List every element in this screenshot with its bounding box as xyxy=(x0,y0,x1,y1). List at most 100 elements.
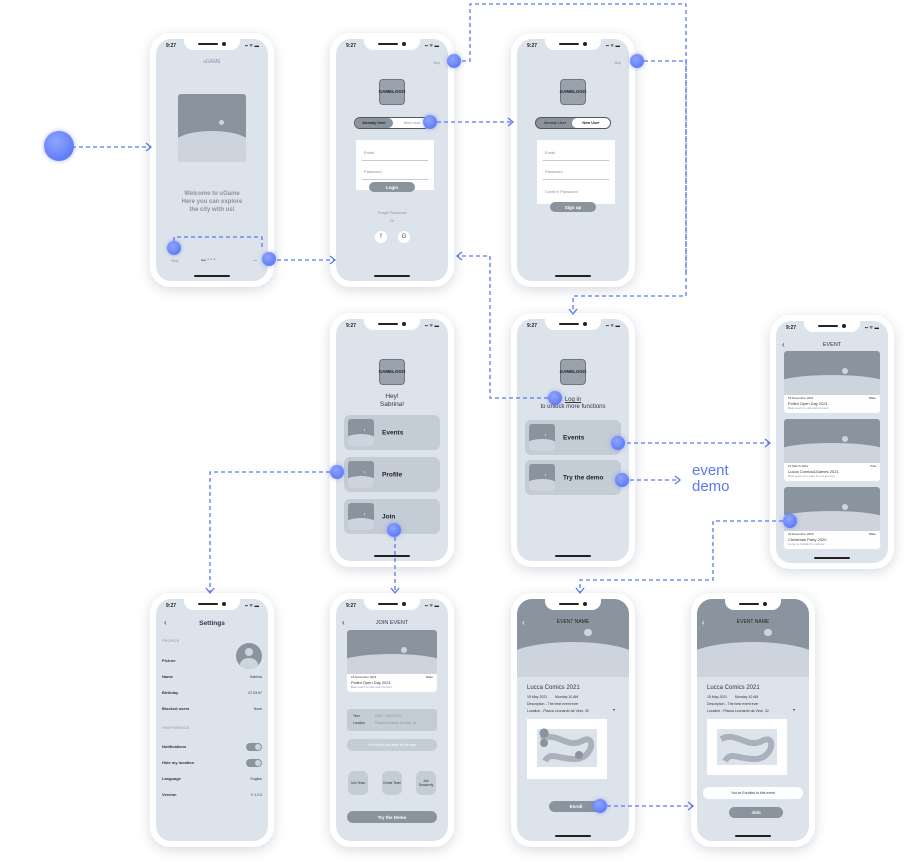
version-value: V 1.2.0 xyxy=(250,793,262,797)
tab-already-user[interactable]: Already User xyxy=(355,118,393,128)
welcome-line-3: the city with us! xyxy=(189,207,235,213)
confirm-password-field[interactable]: Confirm Password xyxy=(545,189,578,194)
hide-location-toggle[interactable] xyxy=(246,759,262,767)
side-label-event: event xyxy=(692,462,729,479)
join-team-button[interactable]: Join Team xyxy=(348,771,368,795)
event-time: Monday 10 AM xyxy=(555,695,579,699)
back-icon[interactable]: ‹ xyxy=(702,618,705,627)
onboarding-image xyxy=(178,94,246,162)
event-card-3[interactable]: 24 December 2020 Milan Christmas Party 2… xyxy=(784,487,880,549)
event-description: Description - The best event ever xyxy=(707,702,759,706)
blocked-value[interactable]: None xyxy=(253,707,262,711)
welcome-line-2: Here you can explore xyxy=(181,199,243,205)
event-location: Location - Piazza Leonardo da Vinci, 32 xyxy=(527,709,589,713)
event-map[interactable] xyxy=(707,719,787,775)
login-button[interactable]: Login xyxy=(369,182,415,192)
try-demo-button[interactable]: Try the Demo xyxy=(347,811,437,823)
phone-event-list: 9:27▪︎▪︎ ᯤ ▬ ‹ EVENT 15 December 2021 Mi… xyxy=(770,315,894,569)
event-card-1[interactable]: 15 December 2021 Milan Pollini Open Day … xyxy=(784,351,880,413)
name-label: Name xyxy=(162,674,173,679)
event-description: Description - The best event ever xyxy=(527,702,579,706)
event-hero-image xyxy=(517,599,629,677)
signup-button[interactable]: Sign up xyxy=(550,202,596,212)
greeting-hey: Hey! xyxy=(385,393,399,400)
back-icon[interactable]: ‹ xyxy=(522,618,525,627)
chevron-down-icon[interactable]: ▾ xyxy=(793,707,796,712)
create-team-button[interactable]: Create Team xyxy=(382,771,402,795)
facebook-icon[interactable]: f xyxy=(375,231,387,243)
login-link[interactable]: Log in xyxy=(564,397,582,403)
back-icon[interactable]: ‹ xyxy=(164,618,167,627)
back-icon[interactable]: ‹ xyxy=(342,618,345,627)
notifications-label: Notifications xyxy=(162,744,187,749)
event-list-title: EVENT xyxy=(822,342,842,348)
or-divider: Or xyxy=(389,219,395,223)
chevron-down-icon[interactable]: ▾ xyxy=(613,707,616,712)
event-name: Lucca Comics 2021 xyxy=(527,685,580,691)
unlock-text: to unlock more functions xyxy=(540,404,606,410)
event-date: 15 May 2021 xyxy=(707,695,728,699)
event-card-2[interactable]: 15 March 2021 Pisa Lucca Comics&Games 20… xyxy=(784,419,880,481)
settings-title: Settings xyxy=(199,620,225,627)
join-randomly-button[interactable]: Join Randomly xyxy=(416,771,436,795)
app-title: uGAME xyxy=(203,59,221,65)
language-value[interactable]: English xyxy=(250,777,262,781)
skip-link[interactable]: Skip xyxy=(614,61,621,65)
join-button[interactable]: Join xyxy=(729,807,783,818)
event-location: Location - Piazza Leonardo da Vinci, 32 xyxy=(707,709,769,713)
phone-event-detail: ‹ EVENT NAME Lucca Comics 2021 15 May 20… xyxy=(511,593,635,847)
hotspot-new-user xyxy=(423,115,437,129)
google-icon[interactable]: G xyxy=(398,231,410,243)
hotspot-enroll xyxy=(593,799,607,813)
menu-events[interactable]: Events xyxy=(525,420,621,455)
tab-already-user[interactable]: Already User xyxy=(544,121,566,125)
login-form: Email Password xyxy=(356,140,434,190)
event-detail-title: EVENT NAME xyxy=(736,619,770,625)
email-field[interactable]: Email xyxy=(364,150,375,155)
user-tab-switch: Already User New User xyxy=(535,117,611,129)
name-value[interactable]: Sabrina xyxy=(249,675,262,679)
avatar[interactable] xyxy=(236,643,262,669)
back-icon[interactable]: ‹ xyxy=(782,340,785,349)
hotspot-guest-events xyxy=(611,436,625,450)
notifications-toggle[interactable] xyxy=(246,743,262,751)
skip-link[interactable]: Skip xyxy=(433,61,440,65)
event-hero-image xyxy=(697,599,809,677)
blocked-label: Blocked users xyxy=(162,706,190,711)
menu-events[interactable]: Events xyxy=(344,415,440,450)
password-field[interactable]: Password xyxy=(545,169,563,174)
tab-new-user[interactable]: New User xyxy=(572,118,610,128)
hotspot-onboarding-skip xyxy=(167,241,181,255)
menu-try-demo[interactable]: Try the demo xyxy=(525,460,621,495)
preference-header: PREFERENCE xyxy=(162,725,190,730)
next-arrow-icon[interactable]: → xyxy=(252,257,258,263)
hide-location-label: Hide my location xyxy=(162,760,195,765)
email-field[interactable]: Email xyxy=(545,150,556,155)
birthday-label: Birthday xyxy=(162,690,179,695)
forgot-password-link[interactable]: Forget Password xyxy=(377,211,407,215)
tab-new-user[interactable]: New User xyxy=(403,121,421,125)
start-node xyxy=(44,131,74,161)
profile-header: PROFILE xyxy=(162,638,180,643)
skip-link[interactable]: Skip xyxy=(171,258,179,263)
birthday-value[interactable]: 07.03.97 xyxy=(248,691,262,695)
map-route-icon xyxy=(537,728,597,767)
user-tab-switch: Already User New User xyxy=(354,117,430,129)
enroll-button[interactable]: Enroll xyxy=(549,801,603,812)
hotspot-guest-demo xyxy=(615,473,629,487)
event-info-box: Time 10:00 - 18:00 2021 Location Piazza … xyxy=(347,709,437,731)
event-detail-title: EVENT NAME xyxy=(556,619,590,625)
menu-profile[interactable]: Profile xyxy=(344,457,440,492)
event-date: 15 May 2021 xyxy=(527,695,548,699)
event-map[interactable] xyxy=(527,719,607,779)
hotspot-home-join xyxy=(387,523,401,537)
hotspot-guest-login xyxy=(548,391,562,405)
side-label-demo: demo xyxy=(692,478,730,495)
password-field[interactable]: Password xyxy=(364,169,382,174)
